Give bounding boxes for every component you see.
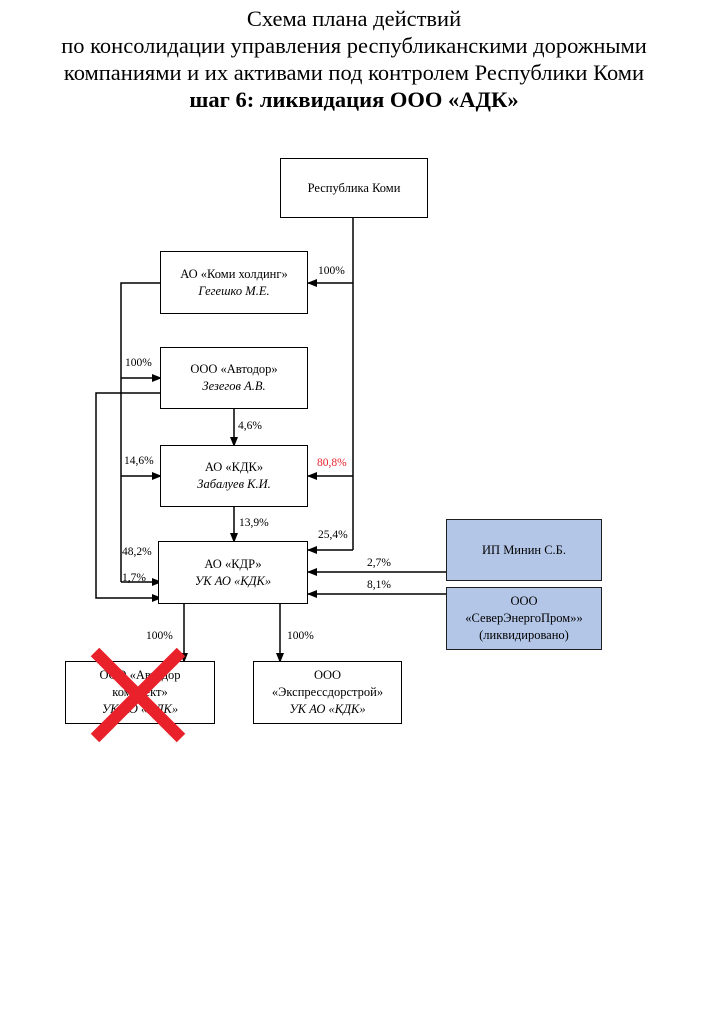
pct-minin-kdr: 2,7% bbox=[367, 557, 391, 569]
node-expressdorstroy-line2: «Экспрессдорстрой» bbox=[271, 685, 384, 699]
node-avtodor-komplekt-line3: УК АО «КДК» bbox=[101, 702, 179, 716]
pct-kdr-avtodor-komplekt: 100% bbox=[146, 630, 173, 642]
edge-avtodor-kdr bbox=[95, 392, 162, 602]
node-severenergoprom-line3: (ликвидировано) bbox=[479, 628, 569, 642]
node-kdk: АО «КДК» Забалуев К.И. bbox=[160, 445, 308, 507]
pct-kdr-expressdorstroy: 100% bbox=[287, 630, 314, 642]
node-avtodor-komplekt-line2: комплект» bbox=[112, 685, 168, 699]
komi-holding-trunk bbox=[120, 282, 161, 582]
title-line-3: компаниями и их активами под контролем Р… bbox=[63, 60, 645, 85]
node-republic-komi-label: Республика Коми bbox=[307, 180, 401, 195]
node-ip-minin: ИП Минин С.Б. bbox=[446, 519, 602, 581]
node-avtodor-komplekt: ООО «Автодор комплект» УК АО «КДК» bbox=[65, 661, 215, 724]
node-avtodor: ООО «Автодор» Зезегов А.В. bbox=[160, 347, 308, 409]
node-severenergoprom: ООО «СеверЭнергоПром»» (ликвидировано) bbox=[446, 587, 602, 650]
node-kdk-person: Забалуев К.И. bbox=[197, 477, 271, 491]
node-avtodor-komplekt-line1: ООО «Автодор bbox=[99, 668, 181, 682]
pct-komi-holding-avtodor: 100% bbox=[125, 357, 152, 369]
node-avtodor-person: Зезегов А.В. bbox=[202, 379, 266, 393]
title-line-2: по консолидации управления республиканск… bbox=[61, 33, 647, 58]
node-kdr-person: УК АО «КДК» bbox=[194, 573, 272, 588]
pct-komi-holding-kdr: 48,2% bbox=[122, 546, 152, 558]
node-expressdorstroy-line1: ООО bbox=[313, 668, 342, 682]
node-kdr: АО «КДР» УК АО «КДК» bbox=[158, 541, 308, 604]
node-avtodor-name: ООО «Автодор» bbox=[190, 362, 278, 376]
pct-avtodor-kdk: 4,6% bbox=[238, 420, 262, 432]
pct-kdk-kdr: 13,9% bbox=[239, 517, 269, 529]
pct-republic-kdr: 25,4% bbox=[318, 529, 348, 541]
node-komi-holding-name: АО «Коми холдинг» bbox=[180, 266, 288, 281]
node-republic-komi: Республика Коми bbox=[280, 158, 428, 218]
node-ip-minin-label: ИП Минин С.Б. bbox=[482, 542, 566, 557]
node-kdk-name: АО «КДК» bbox=[204, 460, 264, 474]
node-kdr-name: АО «КДР» bbox=[204, 556, 262, 571]
pct-republic-komi-holding: 100% bbox=[318, 265, 345, 277]
node-komi-holding-person: Гегешко М.Е. bbox=[198, 283, 270, 298]
node-expressdorstroy-line3: УК АО «КДК» bbox=[289, 702, 366, 716]
pct-komi-holding-kdk: 14,6% bbox=[124, 455, 154, 467]
title-step: шаг 6: ликвидация ООО «АДК» bbox=[189, 87, 519, 112]
node-severenergoprom-line2: «СеверЭнергоПром»» bbox=[465, 611, 583, 625]
pct-severenergoprom-kdr: 8,1% bbox=[367, 579, 391, 591]
title-line-1: Схема плана действий bbox=[246, 6, 462, 31]
node-severenergoprom-line1: ООО bbox=[510, 594, 538, 608]
diagram-title: Схема плана действий по консолидации упр… bbox=[0, 5, 708, 113]
pct-republic-kdk: 80,8% bbox=[317, 457, 347, 469]
node-expressdorstroy: ООО «Экспрессдорстрой» УК АО «КДК» bbox=[253, 661, 402, 724]
node-komi-holding: АО «Коми холдинг» Гегешко М.Е. bbox=[160, 251, 308, 314]
pct-avtodor-kdr: 1,7% bbox=[122, 572, 146, 584]
